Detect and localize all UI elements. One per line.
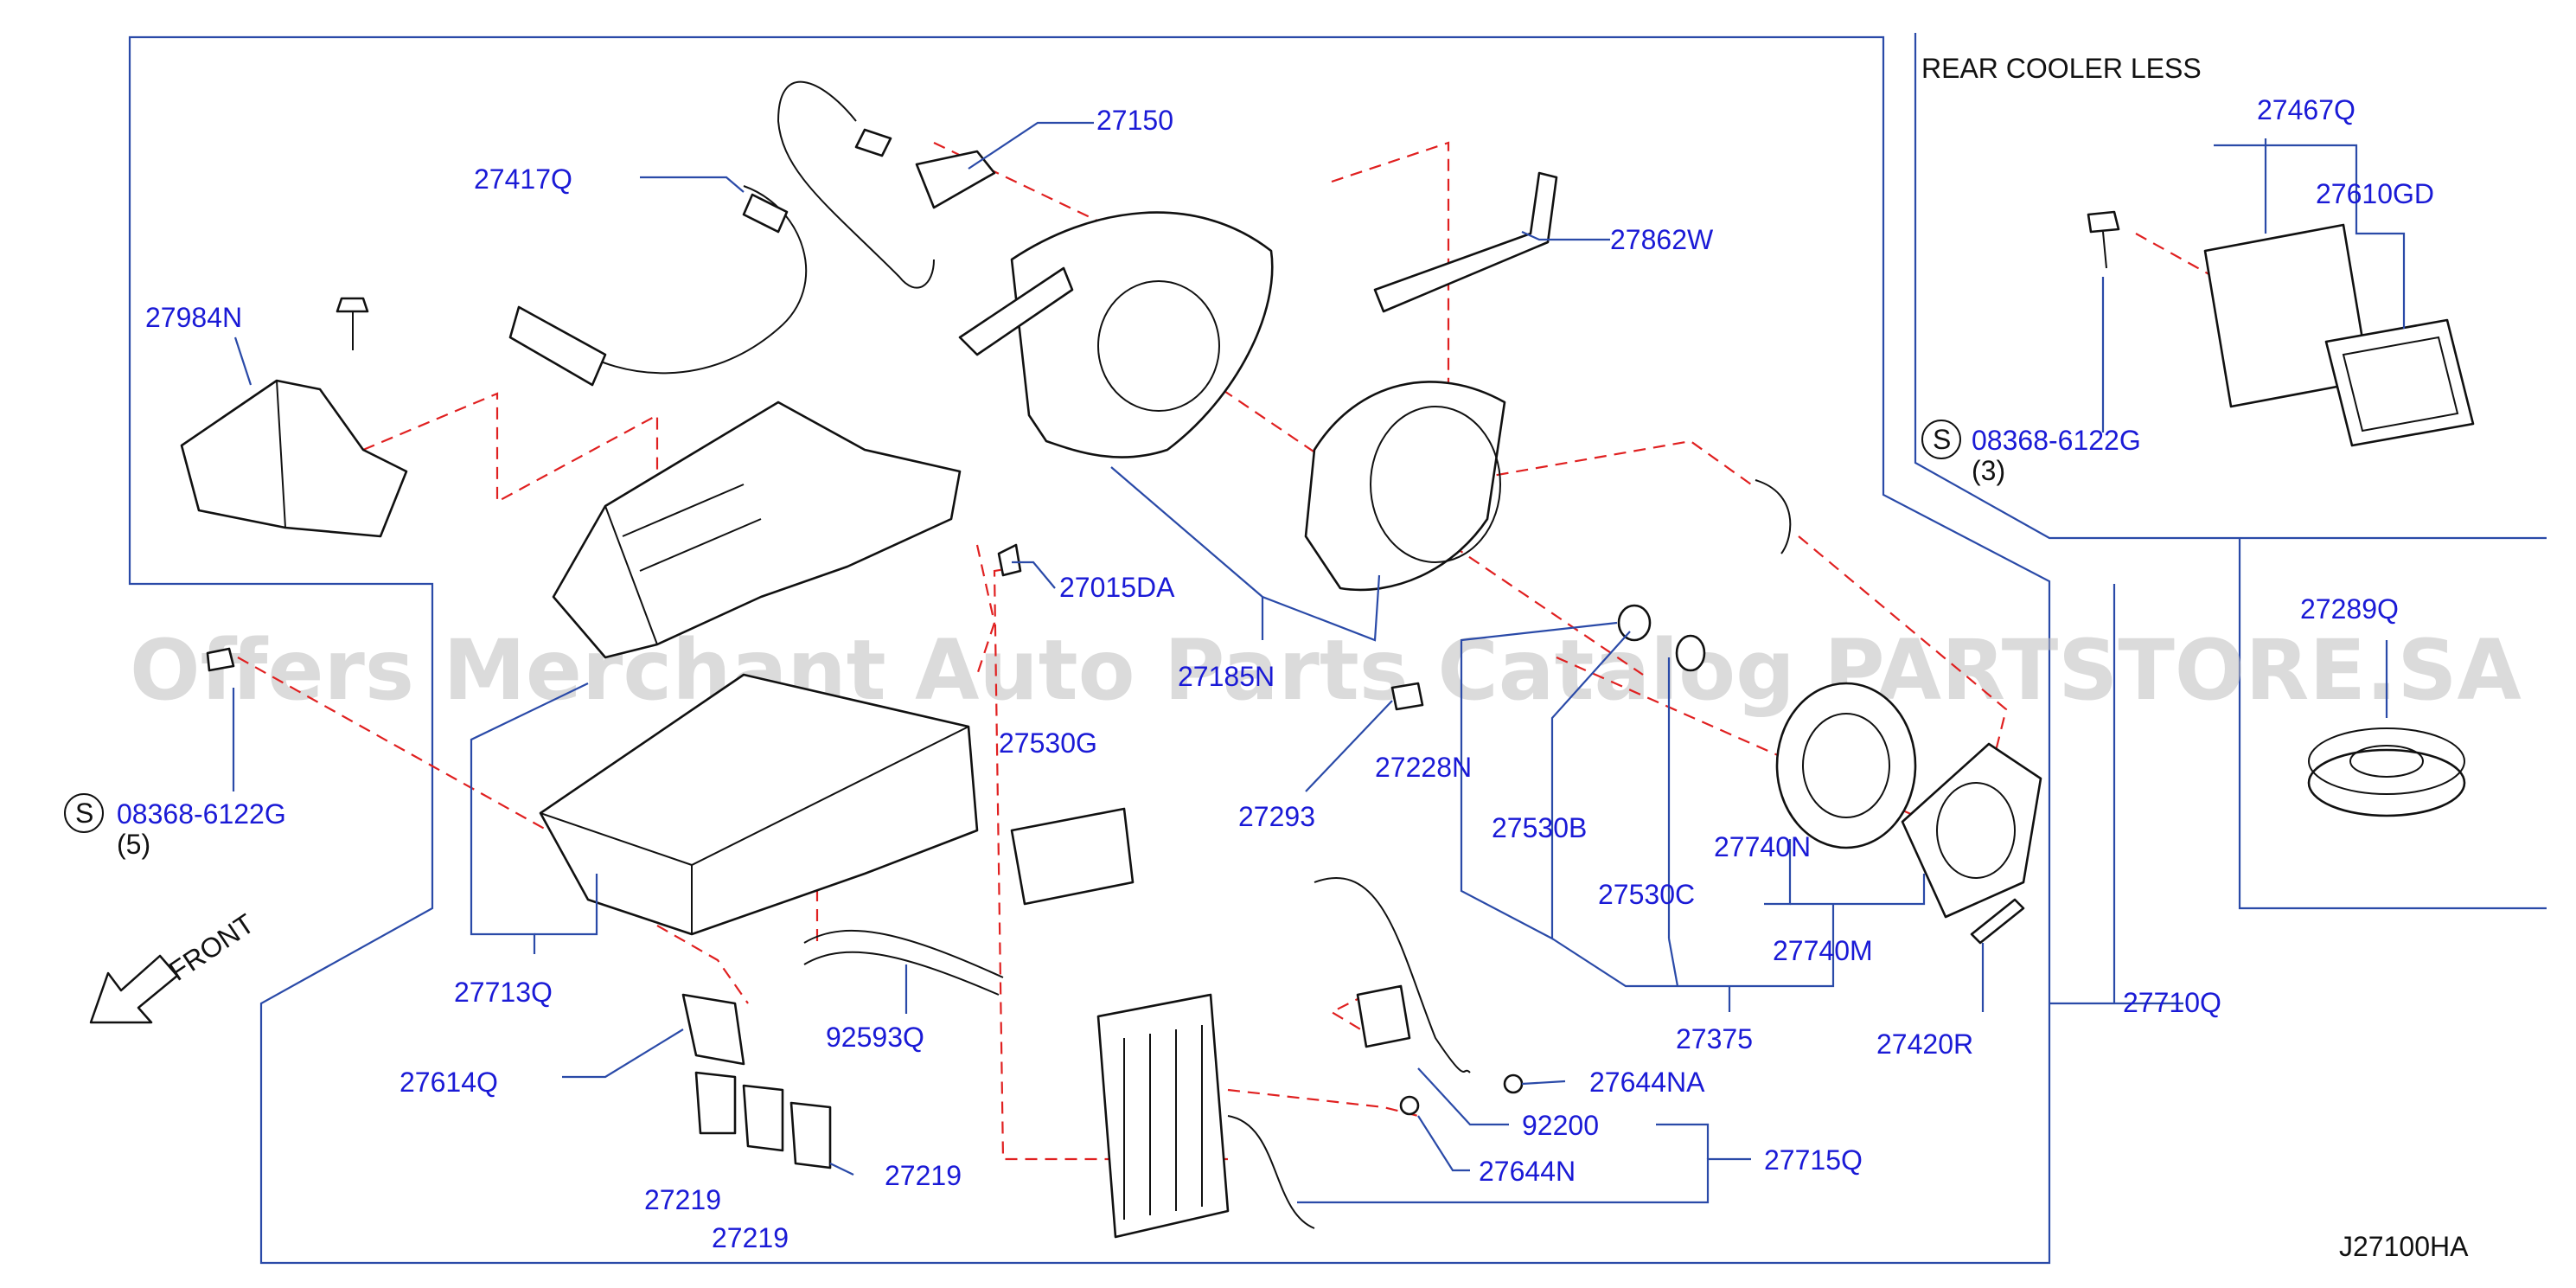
part-label-27530G[interactable]: 27530G <box>999 727 1097 759</box>
part-label-27530C[interactable]: 27530C <box>1598 879 1695 910</box>
screw-callout-rear: S 08368-6122G (3) <box>1921 420 2141 486</box>
screw-quantity: (5) <box>117 829 150 860</box>
part-label-27185N[interactable]: 27185N <box>1178 661 1275 692</box>
part-label-27219-left[interactable]: 27219 <box>644 1184 721 1215</box>
part-label-27984N[interactable]: 27984N <box>145 302 242 333</box>
leader-lines <box>232 121 2406 1204</box>
screw-part-number[interactable]: 08368-6122G <box>117 798 286 830</box>
watermark: Offers Merchant Auto Parts Catalog PARTS… <box>130 622 2522 719</box>
s-symbol-label: S <box>75 798 93 829</box>
part-illustrations <box>180 80 2475 1239</box>
part-label-27713Q[interactable]: 27713Q <box>454 977 553 1008</box>
part-label-27644N[interactable]: 27644N <box>1479 1156 1576 1187</box>
section-label: REAR COOLER LESS <box>1921 53 2202 84</box>
part-label-27015DA[interactable]: 27015DA <box>1059 572 1175 603</box>
part-label-27420R[interactable]: 27420R <box>1876 1028 1973 1060</box>
part-label-27289Q[interactable]: 27289Q <box>2300 593 2399 625</box>
part-label-27610GD[interactable]: 27610GD <box>2316 178 2434 209</box>
part-label-27644NA[interactable]: 27644NA <box>1589 1067 1705 1098</box>
part-label-92200[interactable]: 92200 <box>1522 1110 1599 1141</box>
part-label-27219-bottom[interactable]: 27219 <box>712 1222 789 1253</box>
part-label-92593Q[interactable]: 92593Q <box>826 1022 924 1053</box>
part-label-27862W[interactable]: 27862W <box>1610 224 1714 255</box>
s-symbol-icon <box>1921 420 1961 459</box>
part-label-27740M[interactable]: 27740M <box>1773 935 1873 966</box>
screw-part-number[interactable]: 08368-6122G <box>1972 425 2141 456</box>
front-arrow-icon <box>89 954 179 1024</box>
s-symbol-icon <box>64 793 104 833</box>
screw-callout-left: S 08368-6122G (5) <box>64 793 286 860</box>
part-label-27614Q[interactable]: 27614Q <box>400 1067 498 1098</box>
front-indicator: FRONT <box>89 907 259 1024</box>
part-label-27375[interactable]: 27375 <box>1676 1023 1753 1054</box>
part-label-27293[interactable]: 27293 <box>1238 801 1315 832</box>
main-assembly-frame <box>128 35 2051 1265</box>
front-label: FRONT <box>163 907 259 986</box>
part-label-27740N[interactable]: 27740N <box>1714 831 1811 862</box>
rear-cooler-less-frame <box>1914 33 2547 540</box>
grommet-frame <box>2238 538 2547 910</box>
figure-code: J27100HA <box>2339 1231 2469 1262</box>
part-label-27150[interactable]: 27150 <box>1096 105 1173 136</box>
s-symbol-label: S <box>1933 424 1951 455</box>
part-label-27467Q[interactable]: 27467Q <box>2257 94 2355 125</box>
part-number-labels: 27150 27417Q 27862W 27984N 27015DA 27185… <box>145 94 2434 1253</box>
part-label-27219-right[interactable]: 27219 <box>885 1160 962 1191</box>
part-label-27530B[interactable]: 27530B <box>1492 812 1587 843</box>
screw-quantity: (3) <box>1972 455 2005 486</box>
part-label-27417Q[interactable]: 27417Q <box>474 163 572 195</box>
part-label-27710Q[interactable]: 27710Q <box>2123 987 2221 1018</box>
part-label-27715Q[interactable]: 27715Q <box>1764 1144 1863 1176</box>
part-label-27228N[interactable]: 27228N <box>1375 752 1472 783</box>
